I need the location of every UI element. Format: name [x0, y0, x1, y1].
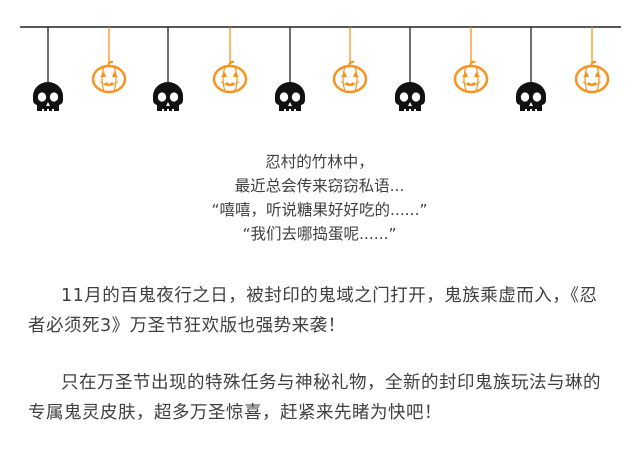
poem: 忍村的竹林中， 最近总会传来窃窃私语... “嘻嘻，听说糖果好好吃的......…	[0, 150, 639, 246]
poem-line: “嘻嘻，听说糖果好好吃的......”	[211, 201, 428, 219]
paragraph-text: 11月的百鬼夜行之日，被封印的鬼域之门打开，鬼族乘虚而入，《忍者必须死3》万圣节…	[28, 286, 598, 336]
skull-icon	[395, 27, 425, 113]
pumpkin-icon	[332, 27, 368, 94]
paragraph-features: 只在万圣节出现的特殊任务与神秘礼物，全新的封印鬼族玩法与琳的专属鬼灵皮肤，超多万…	[28, 368, 608, 428]
skull-icon	[275, 27, 305, 113]
poem-line: 最近总会传来窃窃私语...	[234, 177, 405, 195]
pumpkin-icon	[212, 27, 248, 94]
paragraph-event-intro: 11月的百鬼夜行之日，被封印的鬼域之门打开，鬼族乘虚而入，《忍者必须死3》万圣节…	[28, 281, 608, 341]
pumpkin-icon	[91, 27, 127, 94]
pumpkin-icon	[574, 27, 610, 94]
skull-icon	[153, 27, 183, 113]
skull-icon	[516, 27, 546, 113]
poem-line: 忍村的竹林中，	[265, 153, 374, 171]
skull-icon	[33, 27, 63, 113]
halloween-garland	[20, 26, 621, 113]
pumpkin-icon	[453, 27, 489, 94]
paragraph-text: 只在万圣节出现的特殊任务与神秘礼物，全新的封印鬼族玩法与琳的专属鬼灵皮肤，超多万…	[28, 373, 601, 423]
poem-line: “我们去哪捣蛋呢......”	[242, 225, 397, 243]
